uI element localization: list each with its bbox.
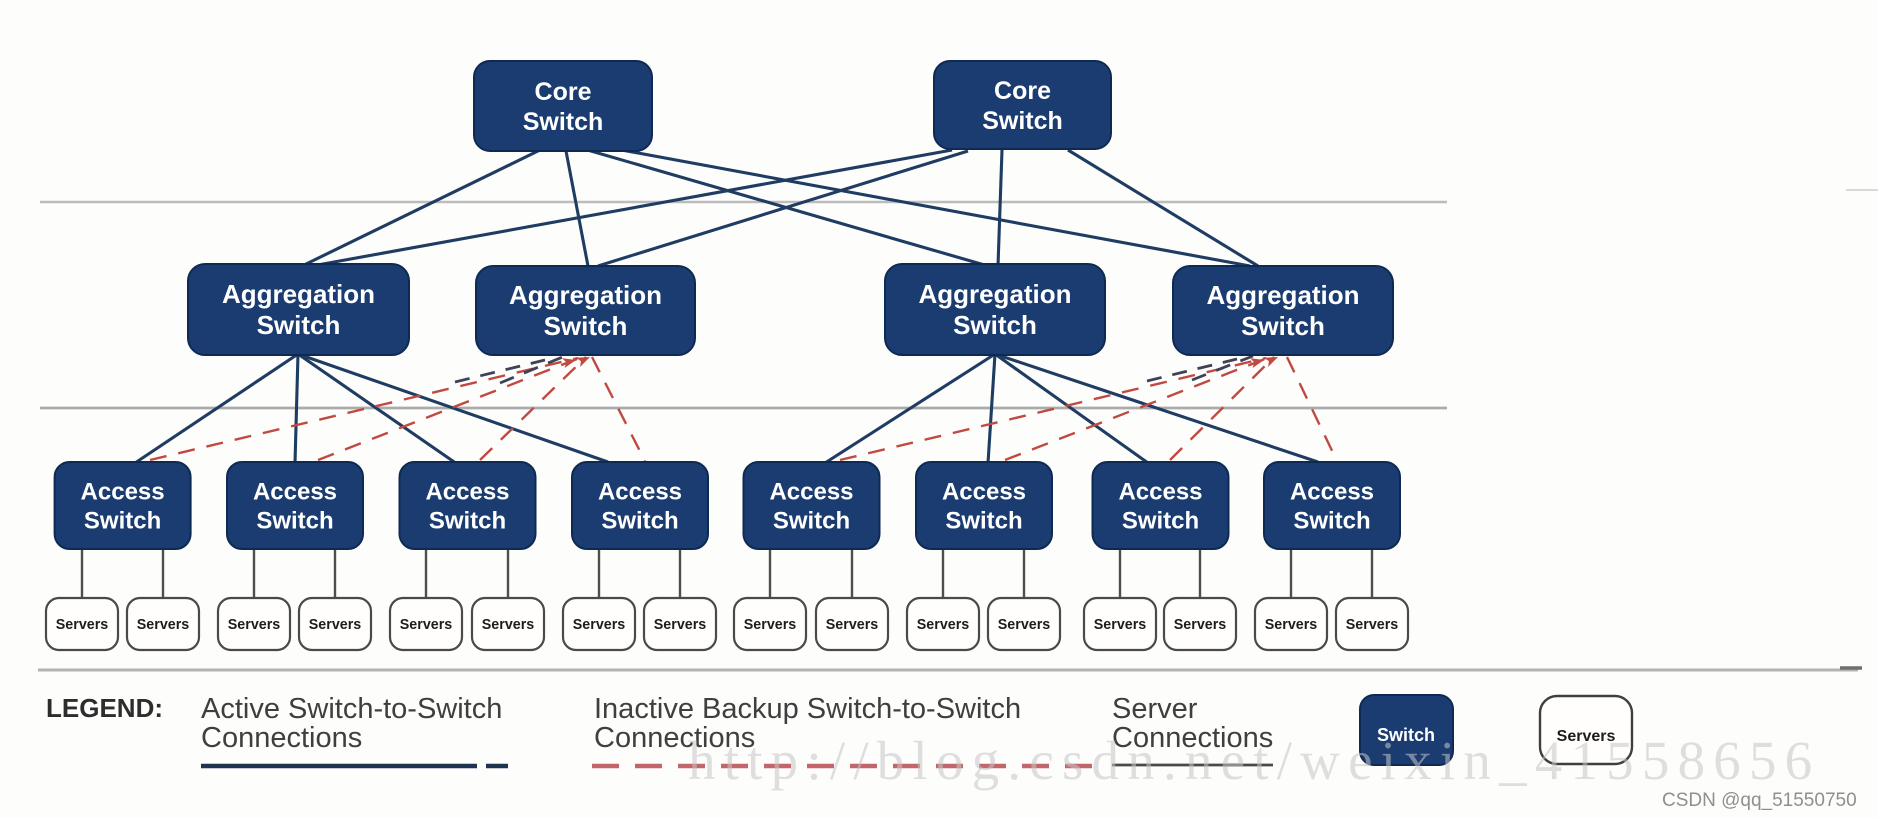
- svg-text:Servers: Servers: [744, 617, 797, 633]
- svg-text:Core: Core: [994, 77, 1051, 105]
- svg-text:Servers: Servers: [482, 617, 535, 633]
- svg-text:Aggregation: Aggregation: [918, 279, 1071, 309]
- svg-text:Servers: Servers: [917, 617, 970, 633]
- svg-text:Access: Access: [769, 478, 853, 505]
- svg-text:Access: Access: [253, 478, 337, 505]
- svg-text:Switch: Switch: [523, 108, 604, 136]
- svg-text:Switch: Switch: [544, 311, 628, 341]
- svg-text:Servers: Servers: [1265, 617, 1318, 633]
- svg-text:Access: Access: [598, 478, 682, 505]
- svg-text:Switch: Switch: [945, 507, 1022, 534]
- svg-text:Aggregation: Aggregation: [222, 279, 375, 309]
- svg-text:Connections: Connections: [594, 722, 755, 754]
- svg-text:http://blog.csdn.net/weixin_41: http://blog.csdn.net/weixin_41558656: [688, 730, 1820, 791]
- svg-text:Access: Access: [1290, 478, 1374, 505]
- svg-text:Switch: Switch: [429, 507, 506, 534]
- svg-text:Servers: Servers: [1557, 728, 1616, 745]
- svg-text:Aggregation: Aggregation: [1206, 280, 1359, 310]
- svg-text:Servers: Servers: [1174, 617, 1227, 633]
- svg-text:Switch: Switch: [1122, 507, 1199, 534]
- svg-text:Switch: Switch: [601, 507, 678, 534]
- svg-text:Access: Access: [425, 478, 509, 505]
- svg-text:Servers: Servers: [1346, 617, 1399, 633]
- svg-text:Switch: Switch: [84, 507, 161, 534]
- svg-text:Switch: Switch: [1241, 311, 1325, 341]
- svg-text:Servers: Servers: [573, 617, 626, 633]
- svg-text:Switch: Switch: [1377, 725, 1435, 745]
- svg-text:Servers: Servers: [998, 617, 1051, 633]
- svg-text:Connections: Connections: [1112, 722, 1273, 754]
- svg-text:Server: Server: [1112, 693, 1198, 725]
- svg-text:Servers: Servers: [56, 617, 109, 633]
- svg-text:Connections: Connections: [201, 722, 362, 754]
- svg-text:Servers: Servers: [228, 617, 281, 633]
- svg-text:Switch: Switch: [1293, 507, 1370, 534]
- svg-text:Aggregation: Aggregation: [509, 280, 662, 310]
- svg-text:Access: Access: [1118, 478, 1202, 505]
- svg-text:Inactive Backup Switch-to-Swit: Inactive Backup Switch-to-Switch: [594, 693, 1021, 725]
- svg-text:Servers: Servers: [309, 617, 362, 633]
- svg-text:Servers: Servers: [654, 617, 707, 633]
- svg-text:Core: Core: [535, 78, 592, 106]
- svg-text:Switch: Switch: [256, 507, 333, 534]
- svg-text:Switch: Switch: [982, 107, 1063, 135]
- svg-text:Switch: Switch: [773, 507, 850, 534]
- svg-text:Switch: Switch: [953, 310, 1037, 340]
- svg-text:Servers: Servers: [1094, 617, 1147, 633]
- svg-text:LEGEND:: LEGEND:: [46, 693, 163, 723]
- svg-text:Switch: Switch: [257, 310, 341, 340]
- svg-text:Servers: Servers: [137, 617, 190, 633]
- svg-text:Servers: Servers: [826, 617, 879, 633]
- svg-text:CSDN @qq_51550750: CSDN @qq_51550750: [1662, 790, 1857, 811]
- svg-text:Active Switch-to-Switch: Active Switch-to-Switch: [201, 693, 502, 725]
- svg-text:Access: Access: [81, 478, 165, 505]
- svg-text:Access: Access: [942, 478, 1026, 505]
- svg-text:Servers: Servers: [400, 617, 453, 633]
